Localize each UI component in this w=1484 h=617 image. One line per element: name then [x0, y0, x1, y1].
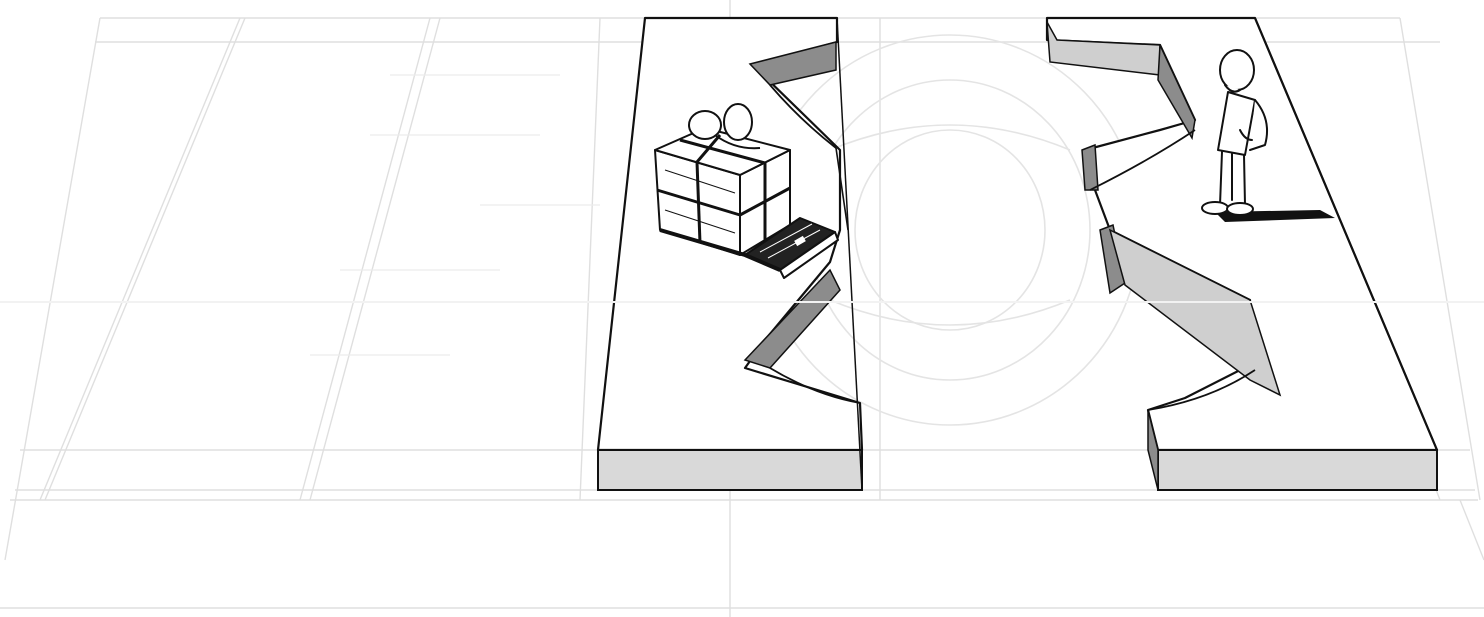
grid-faint-marks: [310, 75, 600, 355]
value-proposition-block: [598, 18, 862, 490]
